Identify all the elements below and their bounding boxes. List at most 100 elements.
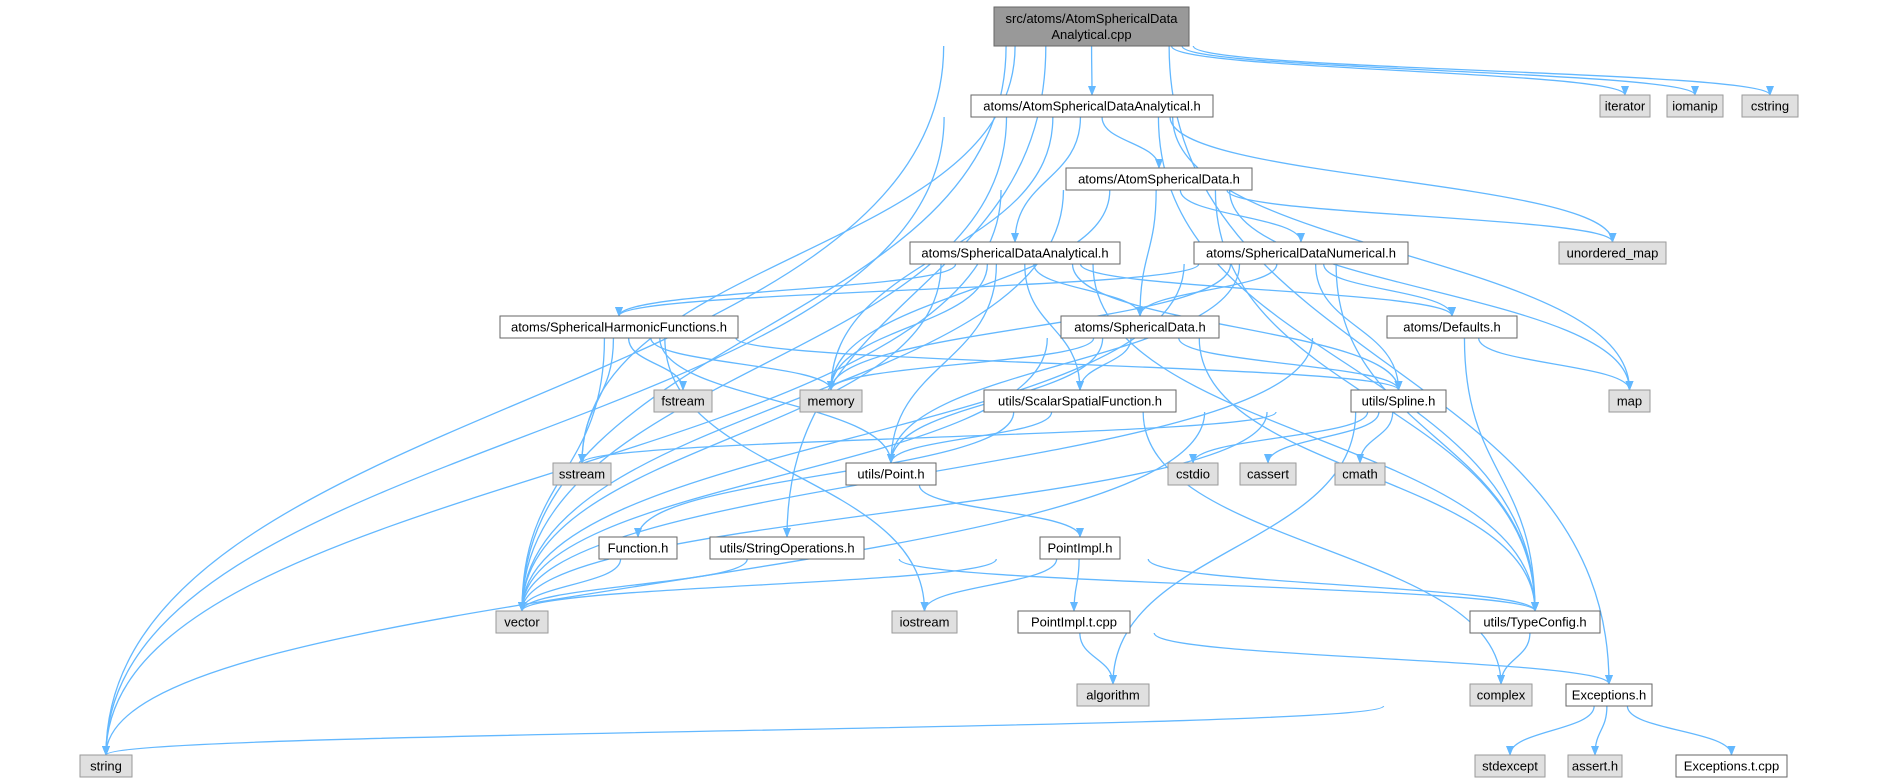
node-label-root: src/atoms/AtomSphericalData	[1006, 11, 1179, 26]
node-cmath: cmath	[1334, 462, 1386, 486]
edge-spline_h-to-cassert	[1264, 411, 1380, 464]
node-asd_h[interactable]: atoms/AtomSphericalData.h	[1065, 167, 1253, 191]
node-fstream: fstream	[653, 389, 713, 413]
edge-asd_h-to-map	[1228, 189, 1634, 391]
edge-defaults_h-to-map	[1477, 337, 1634, 391]
node-box-stdexcept	[1474, 754, 1546, 778]
edge-asd_h-to-vector	[518, 189, 1065, 612]
node-function_h[interactable]: Function.h	[598, 536, 678, 560]
edge-pointimpl_h-to-vector	[518, 558, 997, 612]
node-label-pointimpl_t: PointImpl.t.cpp	[1031, 614, 1117, 629]
node-exceptions_h[interactable]: Exceptions.h	[1565, 683, 1653, 707]
node-label-shf_h: atoms/SphericalHarmonicFunctions.h	[511, 319, 727, 334]
edge-sda_h-to-memory	[827, 263, 989, 391]
edge-shf_h-to-spline_h	[735, 337, 1403, 391]
node-box-complex	[1469, 683, 1533, 707]
edge-exceptions_h-to-string	[102, 705, 1385, 756]
node-stdexcept: stdexcept	[1474, 754, 1546, 778]
node-exceptions_t[interactable]: Exceptions.t.cpp	[1675, 754, 1788, 778]
node-root[interactable]: src/atoms/AtomSphericalDataAnalytical.cp…	[993, 6, 1190, 47]
node-label-function_h: Function.h	[608, 540, 669, 555]
node-label-asd_h: atoms/AtomSphericalData.h	[1078, 171, 1240, 186]
node-label-map: map	[1617, 393, 1642, 408]
node-label-defaults_h: atoms/Defaults.h	[1403, 319, 1501, 334]
node-sd_h[interactable]: atoms/SphericalData.h	[1060, 315, 1220, 339]
edge-pointimpl_h-to-pointimpl_t	[1070, 558, 1080, 612]
node-asda_h[interactable]: atoms/AtomSphericalDataAnalytical.h	[970, 94, 1214, 118]
edge-point_h-to-pointimpl_h	[918, 484, 1084, 538]
edge-sda_h-to-sd_h	[1033, 263, 1144, 317]
node-label-exceptions_h: Exceptions.h	[1572, 687, 1646, 702]
node-label-fstream: fstream	[661, 393, 704, 408]
edge-root-to-iterator	[1170, 45, 1629, 96]
node-pointimpl_h[interactable]: PointImpl.h	[1039, 536, 1121, 560]
node-shf_h[interactable]: atoms/SphericalHarmonicFunctions.h	[499, 315, 739, 339]
node-box-defaults_h	[1386, 315, 1518, 339]
node-unordered_map: unordered_map	[1558, 241, 1667, 265]
edge-pointimpl_h-to-typeconfig_h	[1147, 558, 1539, 612]
node-box-sdn_h	[1193, 241, 1409, 265]
node-vector: vector	[495, 610, 549, 634]
node-strops_h[interactable]: utils/StringOperations.h	[709, 536, 865, 560]
node-label-assert_h: assert.h	[1572, 758, 1618, 773]
node-label-sda_h: atoms/SphericalDataAnalytical.h	[921, 245, 1108, 260]
edge-sda_h-to-point_h	[887, 263, 998, 464]
node-box-cstring	[1741, 94, 1799, 118]
edge-pointimpl_t-to-algorithm	[1079, 632, 1117, 685]
node-box-string	[79, 754, 133, 778]
edge-asd_h-to-sd_h	[1136, 189, 1157, 317]
node-box-strops_h	[709, 536, 865, 560]
node-typeconfig_h[interactable]: utils/TypeConfig.h	[1469, 610, 1601, 634]
node-box-iostream	[891, 610, 958, 634]
node-pointimpl_t[interactable]: PointImpl.t.cpp	[1017, 610, 1131, 634]
node-label-typeconfig_h: utils/TypeConfig.h	[1483, 614, 1586, 629]
node-cassert: cassert	[1239, 462, 1297, 486]
node-box-map	[1608, 389, 1651, 413]
edge-defaults_h-to-typeconfig_h	[1463, 337, 1539, 612]
node-defaults_h[interactable]: atoms/Defaults.h	[1386, 315, 1518, 339]
node-box-cmath	[1334, 462, 1386, 486]
node-ssf_h[interactable]: utils/ScalarSpatialFunction.h	[983, 389, 1177, 413]
node-label-spline_h: utils/Spline.h	[1362, 393, 1436, 408]
edge-asda_h-to-string	[102, 116, 945, 756]
edge-spline_h-to-sstream	[578, 411, 1277, 464]
node-box-cassert	[1239, 462, 1297, 486]
node-cstdio: cstdio	[1167, 462, 1219, 486]
node-box-exceptions_h	[1565, 683, 1653, 707]
node-point_h[interactable]: utils/Point.h	[845, 462, 937, 486]
node-sda_h[interactable]: atoms/SphericalDataAnalytical.h	[909, 241, 1121, 265]
node-box-function_h	[598, 536, 678, 560]
node-label-string: string	[90, 758, 122, 773]
node-box-unordered_map	[1558, 241, 1667, 265]
node-label-complex: complex	[1477, 687, 1526, 702]
node-box-sd_h	[1060, 315, 1220, 339]
edge-sd_h-to-vector	[518, 337, 1048, 612]
edge-asda_h-to-sda_h	[1011, 116, 1082, 243]
edge-sdn_h-to-typeconfig_h	[1335, 263, 1539, 612]
edge-ssf_h-to-complex	[1142, 411, 1505, 685]
node-box-sda_h	[909, 241, 1121, 265]
edge-typeconfig_h-to-complex	[1497, 632, 1531, 685]
node-box-fstream	[653, 389, 713, 413]
node-label-pointimpl_h: PointImpl.h	[1047, 540, 1112, 555]
edge-exceptions_h-to-exceptions_t	[1626, 705, 1736, 756]
node-label-vector: vector	[504, 614, 540, 629]
node-assert_h: assert.h	[1567, 754, 1623, 778]
node-sdn_h[interactable]: atoms/SphericalDataNumerical.h	[1193, 241, 1409, 265]
node-spline_h[interactable]: utils/Spline.h	[1350, 389, 1447, 413]
node-label-exceptions_t: Exceptions.t.cpp	[1684, 758, 1779, 773]
edge-spline_h-to-cmath	[1356, 411, 1394, 464]
edge-asda_h-to-vector	[518, 116, 1008, 612]
edge-spline_h-to-vector	[518, 411, 1268, 612]
edge-exceptions_h-to-assert_h	[1591, 705, 1608, 756]
edge-sdn_h-to-memory	[827, 263, 1232, 391]
edge-spline_h-to-algorithm	[1109, 411, 1357, 685]
nodes-layer: src/atoms/AtomSphericalDataAnalytical.cp…	[79, 6, 1799, 778]
edge-shf_h-to-point_h	[659, 337, 895, 464]
edge-asda_h-to-unordered_map	[1169, 116, 1617, 243]
node-label-cassert: cassert	[1247, 466, 1289, 481]
edge-ssf_h-to-point_h	[887, 411, 1053, 464]
node-box-spline_h	[1350, 389, 1447, 413]
edge-spline_h-to-cstdio	[1189, 411, 1369, 464]
